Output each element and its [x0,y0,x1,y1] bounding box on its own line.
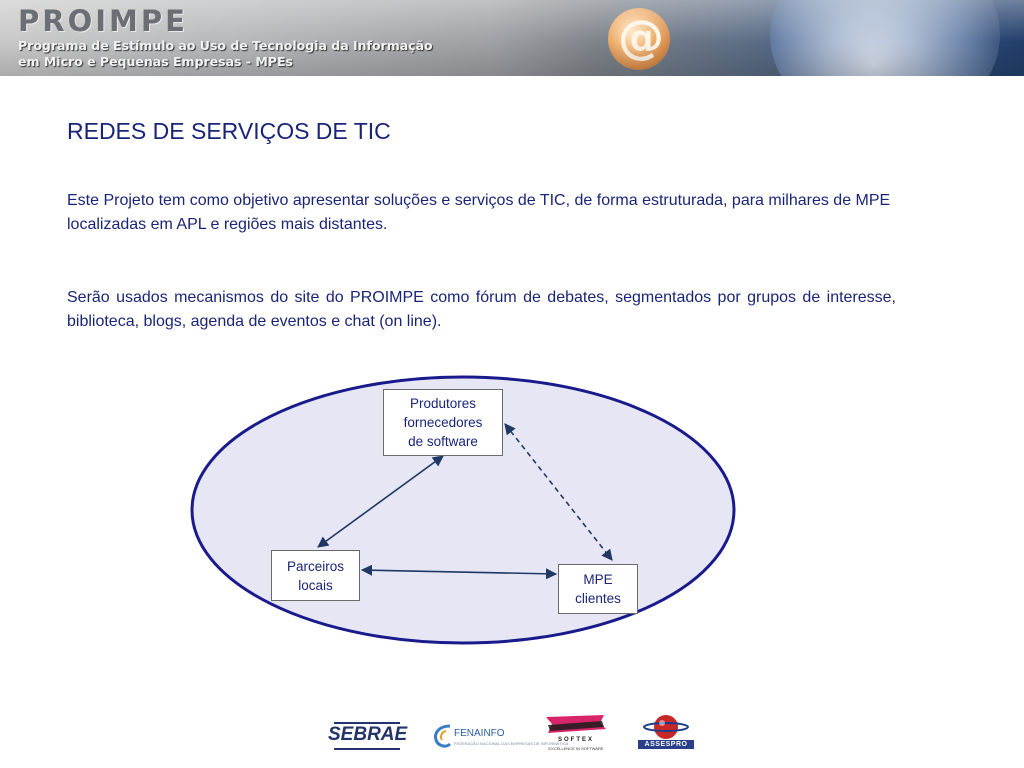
node-parceiros: Parceiros locais [271,550,360,601]
fenainfo-logo: FENAINFO FEDERAÇÃO NACIONAL DAS EMPRESAS… [432,716,568,754]
banner-subtitle-line1: Programa de Estímulo ao Uso de Tecnologi… [18,38,433,53]
at-sign-icon [608,8,670,70]
sponsor-logos: SEBRAE FENAINFO FEDERAÇÃO NACIONAL DAS E… [320,712,710,758]
globe-image [770,0,1000,76]
banner-title: PROIMPE [18,4,188,38]
assespro-globe-icon [643,715,689,739]
paragraph-objective: Este Projeto tem como objetivo apresenta… [67,192,891,233]
softex-ribbon-icon [546,715,606,733]
network-diagram: Produtores fornecedores de software Parc… [190,372,750,667]
banner-subtitle-line2: em Micro e Pequenas Empresas - MPEs [18,54,293,69]
assespro-logo: ASSESPRO [636,714,698,756]
paragraph-mechanisms: Serão usados mecanismos do site do PROIM… [67,289,896,330]
softex-logo: SOFTEX EXCELLENCE IN SOFTWARE [544,715,608,755]
header-banner: @ PROIMPE Programa de Estímulo ao Uso de… [0,0,1024,76]
edge-parceiros-produtores [317,455,444,548]
edge-parceiros-mpe [360,564,558,580]
sebrae-logo: SEBRAE [328,720,407,752]
node-produtores: Produtores fornecedores de software [383,389,503,456]
fenainfo-swirl-icon [434,724,452,748]
node-mpe: MPE clientes [558,564,638,614]
at-sign-glyph: @ [618,10,664,64]
edge-produtores-mpe [504,423,613,561]
slide-heading: REDES DE SERVIÇOS DE TIC [67,118,391,144]
